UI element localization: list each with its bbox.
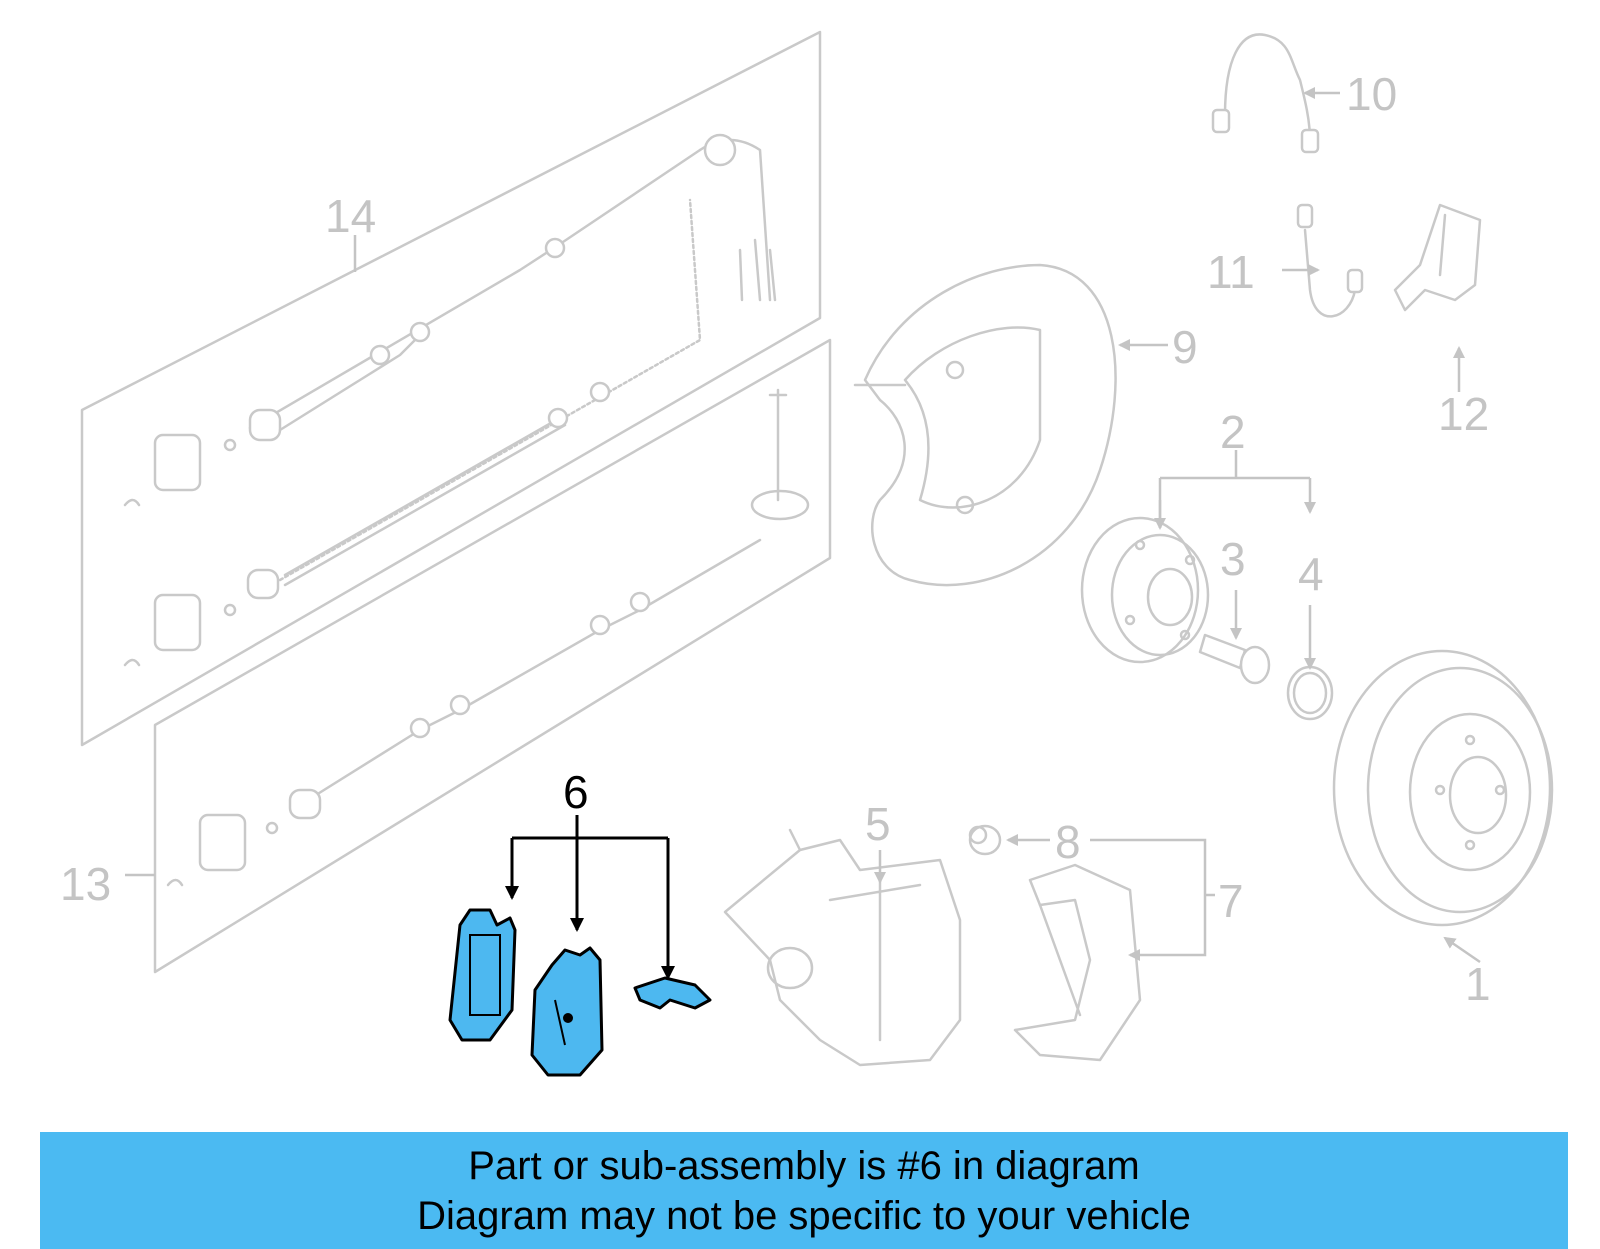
- part-11-wear-sensor: [1296, 203, 1364, 318]
- part-9-backing-plate: [853, 263, 1117, 587]
- part-8-guide-bushing: [968, 824, 1002, 856]
- part-6-brake-pad-set: [448, 908, 712, 1077]
- brake-pad-inner: [530, 946, 604, 1077]
- callout-9: 9: [1172, 321, 1198, 373]
- callout-leaders: [125, 87, 1481, 964]
- part-5-brake-caliper: [723, 828, 962, 1067]
- callout-6: 6: [563, 766, 589, 818]
- banner-line-disclaimer: Diagram may not be specific to your vehi…: [417, 1193, 1191, 1238]
- info-banner: Part or sub-assembly is #6 in diagram Di…: [40, 1132, 1568, 1249]
- callout-2: 2: [1220, 406, 1246, 458]
- part-4-seal-ring: [1286, 665, 1334, 721]
- callout-1: 1: [1465, 958, 1491, 1010]
- callout-8: 8: [1055, 816, 1081, 868]
- brake-pad-outer: [448, 908, 517, 1042]
- part-6-leaders: [505, 815, 675, 980]
- part-2-wheel-hub: [1080, 516, 1210, 664]
- part-3-hub-bolt: [1198, 633, 1271, 685]
- part-13-wiring-harness: [153, 338, 832, 974]
- callout-10: 10: [1346, 68, 1397, 120]
- part-1-brake-rotor: [1332, 649, 1554, 927]
- part-12-speed-sensor: [1393, 203, 1482, 312]
- part-7-caliper-carrier: [1013, 863, 1142, 1062]
- brake-pad-clip: [633, 976, 712, 1010]
- callout-5: 5: [865, 798, 891, 850]
- banner-line-part: Part or sub-assembly is #6 in diagram: [468, 1143, 1140, 1188]
- callout-4: 4: [1298, 548, 1324, 600]
- callout-14: 14: [325, 190, 376, 242]
- part-10-wear-sensor: [1211, 33, 1320, 154]
- callout-7: 7: [1218, 875, 1244, 927]
- callout-13: 13: [60, 858, 111, 910]
- callout-3: 3: [1220, 533, 1246, 585]
- callout-12: 12: [1438, 388, 1489, 440]
- part-14-wiring-harness: [80, 30, 822, 747]
- callout-11: 11: [1207, 246, 1255, 298]
